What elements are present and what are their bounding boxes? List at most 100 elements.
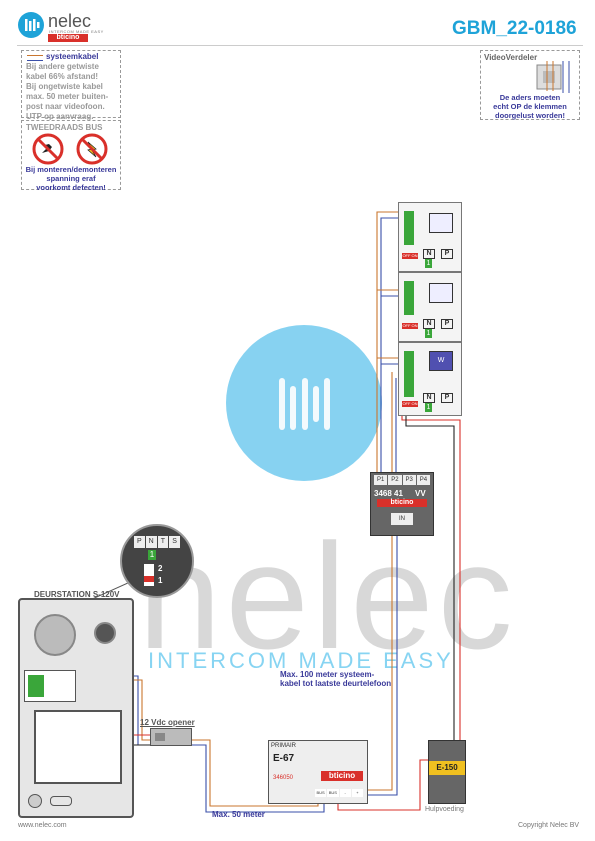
camera-icon [94,622,116,644]
e67-terminal: + [351,789,363,797]
wire-bus-orange [376,211,404,472]
monitor-switch: OFF ON [402,253,418,259]
e67-terminal: BUS [315,789,327,797]
zoom-terminal-headers: P N T S [134,536,180,548]
monitor-screen [429,213,453,233]
distributor-ports: P1 P2 P3 P4 [374,475,430,485]
e67-primary-label: PRIMAIR [271,743,297,749]
no-voltage-icon [76,133,108,165]
monitor-1: OFF ON N P 1 [398,202,462,272]
legend-box: systeemkabel Bij andere getwiste kabel 6… [21,50,121,121]
monitor-terminal-block [404,211,414,245]
door-station-title: DEURSTATION S-120V [34,590,120,599]
door-button-panel [34,710,122,784]
legend-line: UTP op aanvraag. [26,112,94,121]
e67-name: E-67 [273,753,295,764]
zoom-detail: P N T S 1 2 1 [120,524,194,598]
monitor-n-label: N [423,249,435,259]
aux-supply-e150: E-150 [428,740,466,804]
legend-title: systeemkabel [46,52,99,61]
video-distributor: P1 P2 P3 P4 3468 41 VV bticino IN [370,472,434,536]
zoom-header: S [169,536,180,548]
distributor-port: P3 [402,475,416,485]
legend-line: post naar videofoon. [26,102,105,111]
monitor-p-label: P [441,319,453,329]
distributor-port: P4 [416,475,430,485]
bus-warning-line: voorkomt defecten! [36,183,106,192]
legend-line: kabel 66% afstand! [26,72,99,81]
monitor-screen [429,283,453,303]
header-divider [17,45,583,46]
bus-title: TWEEDRAADS BUS [26,123,103,132]
monitor-terminal-block [404,351,414,397]
zoom-header: T [157,536,169,548]
distributor-code: 3468 41 [374,489,403,498]
distributor-thumbnail [536,61,570,93]
bus-warning-line: Bij monteren/demonteren [25,165,117,174]
bus-warning-line: spanning eraf [46,174,96,183]
vv-note-line: echt OP de klemmen [493,102,567,111]
watermark-logo-bars [279,378,330,430]
zoom-header: P [134,536,145,548]
door-opener [150,728,192,746]
opener-label: 12 Vdc opener [140,718,195,727]
legend-line: Bij ongetwiste kabel [26,82,103,91]
wire-power-red [401,385,461,740]
slot-icon [50,796,72,806]
power-supply-e67: PRIMAIR E-67 346050 bticino BUS BUS - + [268,740,368,804]
max100-line: kabel tot laatste deurtelefoon [280,679,392,688]
zoom-header: N [145,536,157,548]
vv-note-line: De aders moeten [499,93,561,102]
aux-name: E-150 [429,761,465,775]
watermark-tagline: INTERCOM MADE EASY [148,648,454,673]
zoom-switch-2: 2 [158,564,163,573]
monitor-address: 1 [425,403,432,412]
e67-terminal: BUS [327,789,339,797]
max100-line: Max. 100 meter systeem- [280,670,375,679]
zoom-switch-1: 1 [158,576,163,585]
door-terminal-block [28,675,44,697]
no-plug-icon [32,133,64,165]
monitor-terminal-block [404,281,414,315]
vv-title: VideoVerdeler [484,53,538,62]
monitor-address: 1 [425,329,432,338]
monitor-3: W OFF ON N P 1 [398,342,462,416]
monitor-n-label: N [423,319,435,329]
footer-website: www.nelec.com [18,822,67,829]
max100-note: Max. 100 meter systeem- kabel tot laatst… [280,670,391,688]
partner-logo: bticino [48,34,88,42]
distributor-brand: bticino [377,499,427,507]
e67-brand: bticino [321,771,363,781]
e67-terminals: BUS BUS - + [315,789,363,797]
wire-bus-blue [380,217,404,472]
bus-warning-box: TWEEDRAADS BUS Bij monteren/demonteren s… [21,120,121,192]
monitor-screen: W [429,351,453,371]
brand-subtitle: INTERCOM MADE EASY [49,29,104,34]
e67-terminal: - [339,789,351,797]
monitor-switch: OFF ON [402,401,418,407]
monitor-2: OFF ON N P 1 [398,272,462,342]
footer-copyright: Copyright Nelec BV [518,822,580,829]
max50-note: Max. 50 meter [212,810,265,819]
document-id: GBM_22-0186 [452,18,577,39]
zoom-switch [144,564,154,586]
wire-door-blue [74,675,325,813]
monitor-p-label: P [441,249,453,259]
monitor-address: 1 [425,259,432,268]
nelec-logo-icon [18,12,44,38]
monitor-n-label: N [423,393,435,403]
door-station [18,598,134,818]
vv-note-line: doorgelust worden! [495,111,565,120]
videoverdeler-box: VideoVerdeler De aders moeten echt OP de… [480,50,580,120]
distributor-vv: VV [415,489,426,498]
speaker-icon [34,614,76,656]
monitor-p-label: P [441,393,453,403]
brand-name: nelec [48,11,92,31]
zoom-address: 1 [148,550,156,560]
aux-label: Hulpvoeding [425,806,464,813]
screw-icon [28,794,42,808]
legend-line: max. 50 meter buiten- [26,92,109,101]
watermark-word: nelec [138,512,517,680]
distributor-port: P2 [388,475,402,485]
